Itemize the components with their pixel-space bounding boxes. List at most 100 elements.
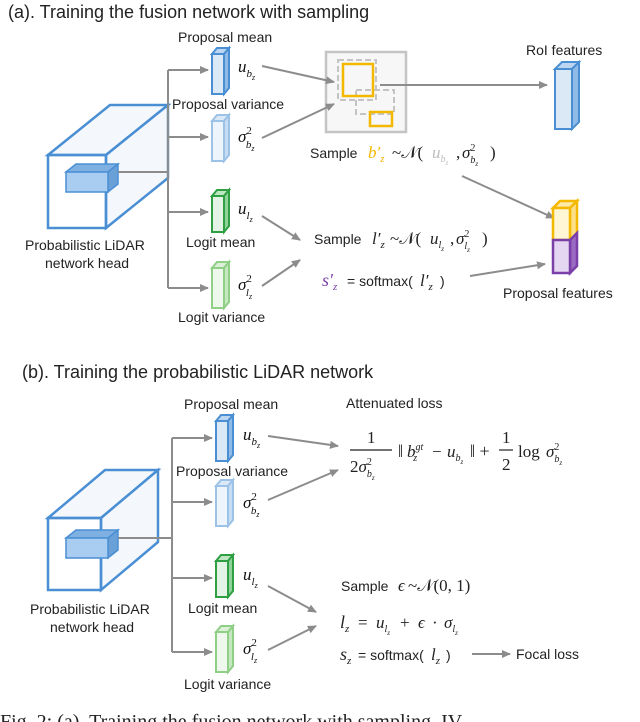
svg-text:,: , (450, 229, 454, 248)
proposal-mean-label-b: Proposal mean (184, 396, 278, 412)
arrow-a-logit-mean-to-sample (261, 215, 301, 241)
svg-text:ubz: ubz (432, 143, 449, 167)
svg-text:=: = (358, 613, 368, 632)
proposal-features-label: Proposal features (503, 285, 613, 301)
lz-equation: lz = ulz + ϵ · σlz (340, 612, 458, 637)
proposal-variance-label-a: Proposal variance (172, 96, 284, 112)
svg-text:lz: lz (340, 612, 350, 635)
roi-features-box (552, 59, 582, 132)
network-label-a-line1: Probabilistic LiDAR (25, 237, 145, 253)
svg-text:Sample: Sample (341, 578, 389, 594)
network-label-b-line1: Probabilistic LiDAR (30, 601, 150, 617)
softmax-equation-a: s′z = softmax( l′z ) (322, 270, 445, 293)
proposal-mean-box-b (213, 412, 236, 464)
arrow-b-logit-mean-to-sample (267, 585, 317, 613)
svg-text:−: − (432, 442, 442, 461)
svg-text:lz: lz (431, 645, 441, 667)
svg-text:2: 2 (502, 455, 511, 474)
svg-text:ulz: ulz (430, 229, 444, 253)
arrow-a-sample-to-features (461, 175, 555, 219)
proposal-mean-box-a (209, 45, 232, 97)
network-head-cube-icon-b (44, 467, 162, 593)
svg-text:l′z: l′z (420, 271, 433, 293)
svg-text:log: log (518, 442, 540, 461)
sym-u-b-a: ubz (238, 57, 256, 82)
svg-text:ulz: ulz (376, 613, 390, 637)
sym-u-b-b: ubz (243, 425, 261, 450)
proposal-variance-box-a (209, 112, 232, 164)
logit-mean-label-b: Logit mean (188, 600, 257, 616)
svg-text:+: + (400, 613, 410, 632)
focal-loss-label: Focal loss (516, 646, 579, 662)
svg-text:sz: sz (340, 644, 352, 667)
svg-text:1: 1 (367, 428, 376, 447)
svg-text:Sample: Sample (310, 145, 358, 161)
svg-text:‖ +: ‖ + (470, 441, 490, 461)
proposal-variance-label-b: Proposal variance (176, 463, 288, 479)
arrow-a-softmax-to-features (469, 261, 546, 277)
logit-mean-box-a (209, 187, 232, 235)
proposal-mean-label-a: Proposal mean (178, 29, 272, 45)
svg-text:b′z: b′z (368, 143, 385, 165)
svg-text:): ) (446, 647, 451, 663)
svg-text:~𝒩(: ~𝒩( (390, 229, 421, 248)
network-label-b-line2: network head (50, 619, 134, 635)
svg-text:‖: ‖ (398, 441, 403, 461)
logit-mean-box-b (213, 552, 236, 600)
arrow-a-logit-var-to-sample (261, 259, 301, 287)
arrow-b-var-to-loss (267, 469, 339, 501)
section-a-title: (a). Training the fusion network with sa… (8, 2, 369, 22)
arrow-b-mean-to-loss (267, 435, 339, 449)
branch-lines-a (118, 70, 169, 288)
proposal-variance-box-b (213, 477, 236, 529)
arrow-a-mean-to-sample (261, 65, 335, 85)
svg-text:): ) (482, 229, 488, 248)
svg-text:~𝒩(0, 1): ~𝒩(0, 1) (408, 576, 470, 595)
logit-variance-label-b: Logit variance (184, 676, 271, 692)
svg-text:l′z: l′z (372, 229, 385, 251)
svg-text:,: , (456, 143, 460, 162)
sym-u-l-a: ulz (238, 199, 254, 224)
sym-u-l-b: ulz (243, 565, 259, 590)
sample-epsilon-equation: Sample ϵ ~𝒩(0, 1) (341, 576, 470, 595)
attenuated-loss-label: Attenuated loss (346, 395, 443, 411)
network-head-cube-icon (44, 102, 172, 231)
arrow-b-logit-var-to-sample (267, 625, 317, 651)
sz-equation: sz = softmax( lz ) (340, 644, 451, 667)
svg-text:): ) (490, 143, 496, 162)
caption-fragment: Fig. 2: (a). Training the fusion network… (0, 711, 463, 722)
svg-text:~𝒩(: ~𝒩( (392, 143, 423, 162)
roi-features-label: RoI features (526, 42, 602, 58)
svg-text:= softmax(: = softmax( (347, 273, 413, 289)
logit-variance-label-a: Logit variance (178, 309, 265, 325)
sampling-image-icon (324, 50, 408, 134)
svg-text:·: · (432, 613, 438, 632)
logit-mean-label-a: Logit mean (186, 234, 255, 250)
svg-text:Sample: Sample (314, 231, 362, 247)
section-b-title: (b). Training the probabilistic LiDAR ne… (22, 362, 374, 382)
svg-text:σlz: σlz (444, 613, 458, 637)
svg-text:ϵ: ϵ (398, 576, 406, 595)
svg-text:): ) (440, 273, 445, 289)
logit-variance-box-b (213, 623, 236, 675)
svg-text:ubz: ubz (447, 442, 464, 466)
svg-text:= softmax(: = softmax( (358, 647, 424, 663)
network-label-a-line2: network head (45, 255, 129, 271)
proposal-features-box (549, 197, 581, 277)
svg-text:s′z: s′z (322, 270, 338, 293)
arrow-a-var-to-sample (261, 103, 335, 139)
svg-text:1: 1 (502, 428, 511, 447)
branch-lines-b (118, 438, 173, 652)
